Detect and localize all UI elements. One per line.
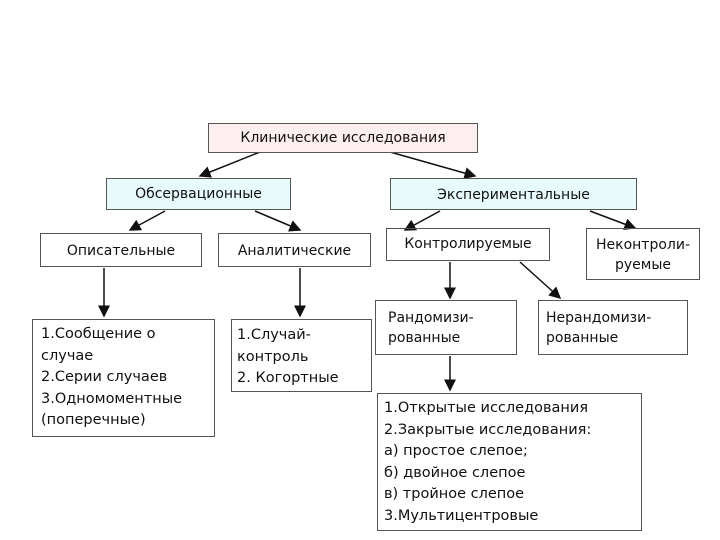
node-descriptive-list: 1.Сообщение о случае 2.Серии случаев 3.О…	[32, 319, 215, 437]
arrow-observational-to-analytical	[254, 210, 302, 232]
arrow-experimental-to-controlled	[403, 210, 441, 231]
node-analytical: Аналитические	[218, 233, 371, 267]
node-randomized-list: 1.Открытые исследования 2.Закрытые иссле…	[377, 393, 642, 531]
arrow-root-to-observational	[198, 151, 261, 178]
node-uncontrolled: Неконтроли- руемые	[586, 228, 700, 280]
arrow-root-to-experimental	[389, 151, 477, 179]
node-controlled: Контролируемые	[386, 228, 550, 261]
arrow-controlled-to-nonrandomized	[519, 261, 562, 300]
node-descriptive: Описательные	[40, 233, 202, 267]
node-nonrandomized: Нерандомизи- рованные	[538, 300, 688, 355]
node-analytical-list: 1.Случай- контроль 2. Когортные	[231, 319, 372, 392]
arrow-experimental-to-uncontrolled	[589, 210, 637, 230]
node-root: Клинические исследования	[208, 123, 478, 153]
node-randomized: Рандомизи- рованные	[375, 300, 517, 355]
node-experimental: Экспериментальные	[390, 178, 637, 210]
arrow-observational-to-descriptive	[128, 210, 166, 231]
node-observational: Обсервационные	[106, 178, 291, 210]
